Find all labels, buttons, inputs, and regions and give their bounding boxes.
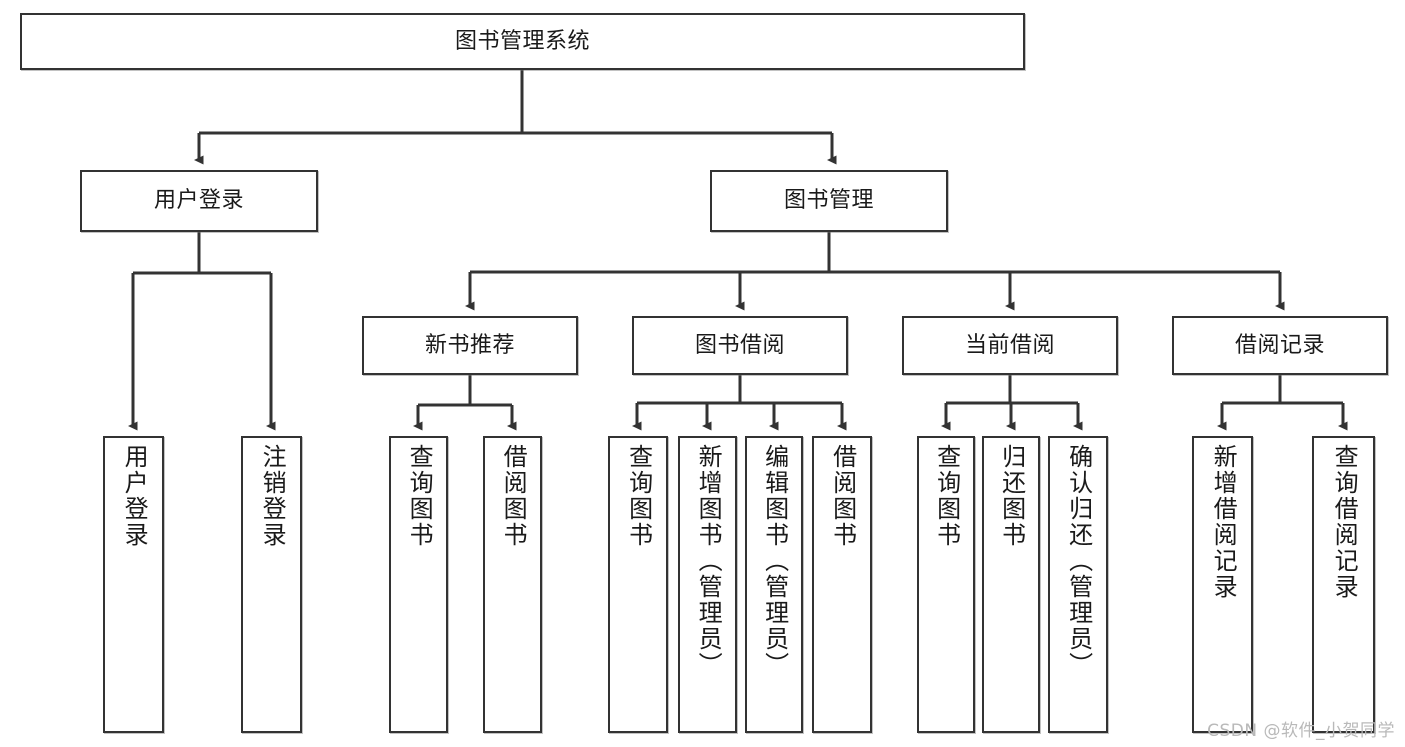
- node-leaf-return-book[interactable]: 归还图书: [982, 436, 1040, 733]
- node-new-book-rec[interactable]: 新书推荐: [362, 316, 578, 375]
- node-label: 注销登录: [258, 444, 287, 548]
- node-leaf-logout[interactable]: 注销登录: [241, 436, 302, 733]
- csdn-watermark: CSDN @软件_小贺同学: [1207, 721, 1395, 741]
- node-leaf-add-record[interactable]: 新增借阅记录: [1192, 436, 1253, 733]
- node-label: 新书推荐: [424, 332, 515, 358]
- node-label: 图书管理: [783, 188, 874, 214]
- node-label: 当前借阅: [964, 332, 1055, 358]
- node-leaf-confirm-return[interactable]: 确认归还（管理员）: [1048, 436, 1108, 733]
- node-label: 查询图书: [624, 444, 653, 548]
- node-leaf-user-login[interactable]: 用户登录: [103, 436, 164, 733]
- node-system-root[interactable]: 图书管理系统: [20, 13, 1025, 70]
- node-book-borrow[interactable]: 图书借阅: [632, 316, 848, 375]
- node-leaf-add-book[interactable]: 新增图书（管理员）: [678, 436, 737, 733]
- node-label: 确认归还（管理员）: [1064, 444, 1093, 678]
- node-label: 查询图书: [405, 444, 434, 548]
- node-leaf-borrow-book-2[interactable]: 借阅图书: [812, 436, 872, 733]
- node-user-login[interactable]: 用户登录: [80, 170, 318, 232]
- node-label: 图书借阅: [694, 332, 785, 358]
- node-label: 借阅图书: [828, 444, 857, 548]
- node-label: 编辑图书（管理员）: [760, 444, 789, 678]
- node-leaf-query-book-1[interactable]: 查询图书: [389, 436, 448, 733]
- node-leaf-query-book-2[interactable]: 查询图书: [608, 436, 668, 733]
- node-label: 查询图书: [932, 444, 961, 548]
- node-label: 借阅图书: [499, 444, 528, 548]
- node-leaf-edit-book[interactable]: 编辑图书（管理员）: [745, 436, 803, 733]
- node-book-manage[interactable]: 图书管理: [710, 170, 948, 232]
- node-label: 借阅记录: [1234, 332, 1325, 358]
- node-label: 用户登录: [120, 444, 149, 548]
- node-leaf-query-record[interactable]: 查询借阅记录: [1312, 436, 1375, 733]
- node-label: 新增借阅记录: [1209, 444, 1238, 600]
- node-label: 图书管理系统: [454, 28, 590, 54]
- node-label: 归还图书: [997, 444, 1026, 548]
- node-borrow-record[interactable]: 借阅记录: [1172, 316, 1388, 375]
- node-label: 用户登录: [153, 188, 244, 214]
- node-label: 查询借阅记录: [1330, 444, 1359, 600]
- node-label: 新增图书（管理员）: [694, 444, 723, 678]
- node-leaf-borrow-book-1[interactable]: 借阅图书: [483, 436, 542, 733]
- node-current-borrow[interactable]: 当前借阅: [902, 316, 1118, 375]
- node-leaf-query-book-3[interactable]: 查询图书: [917, 436, 975, 733]
